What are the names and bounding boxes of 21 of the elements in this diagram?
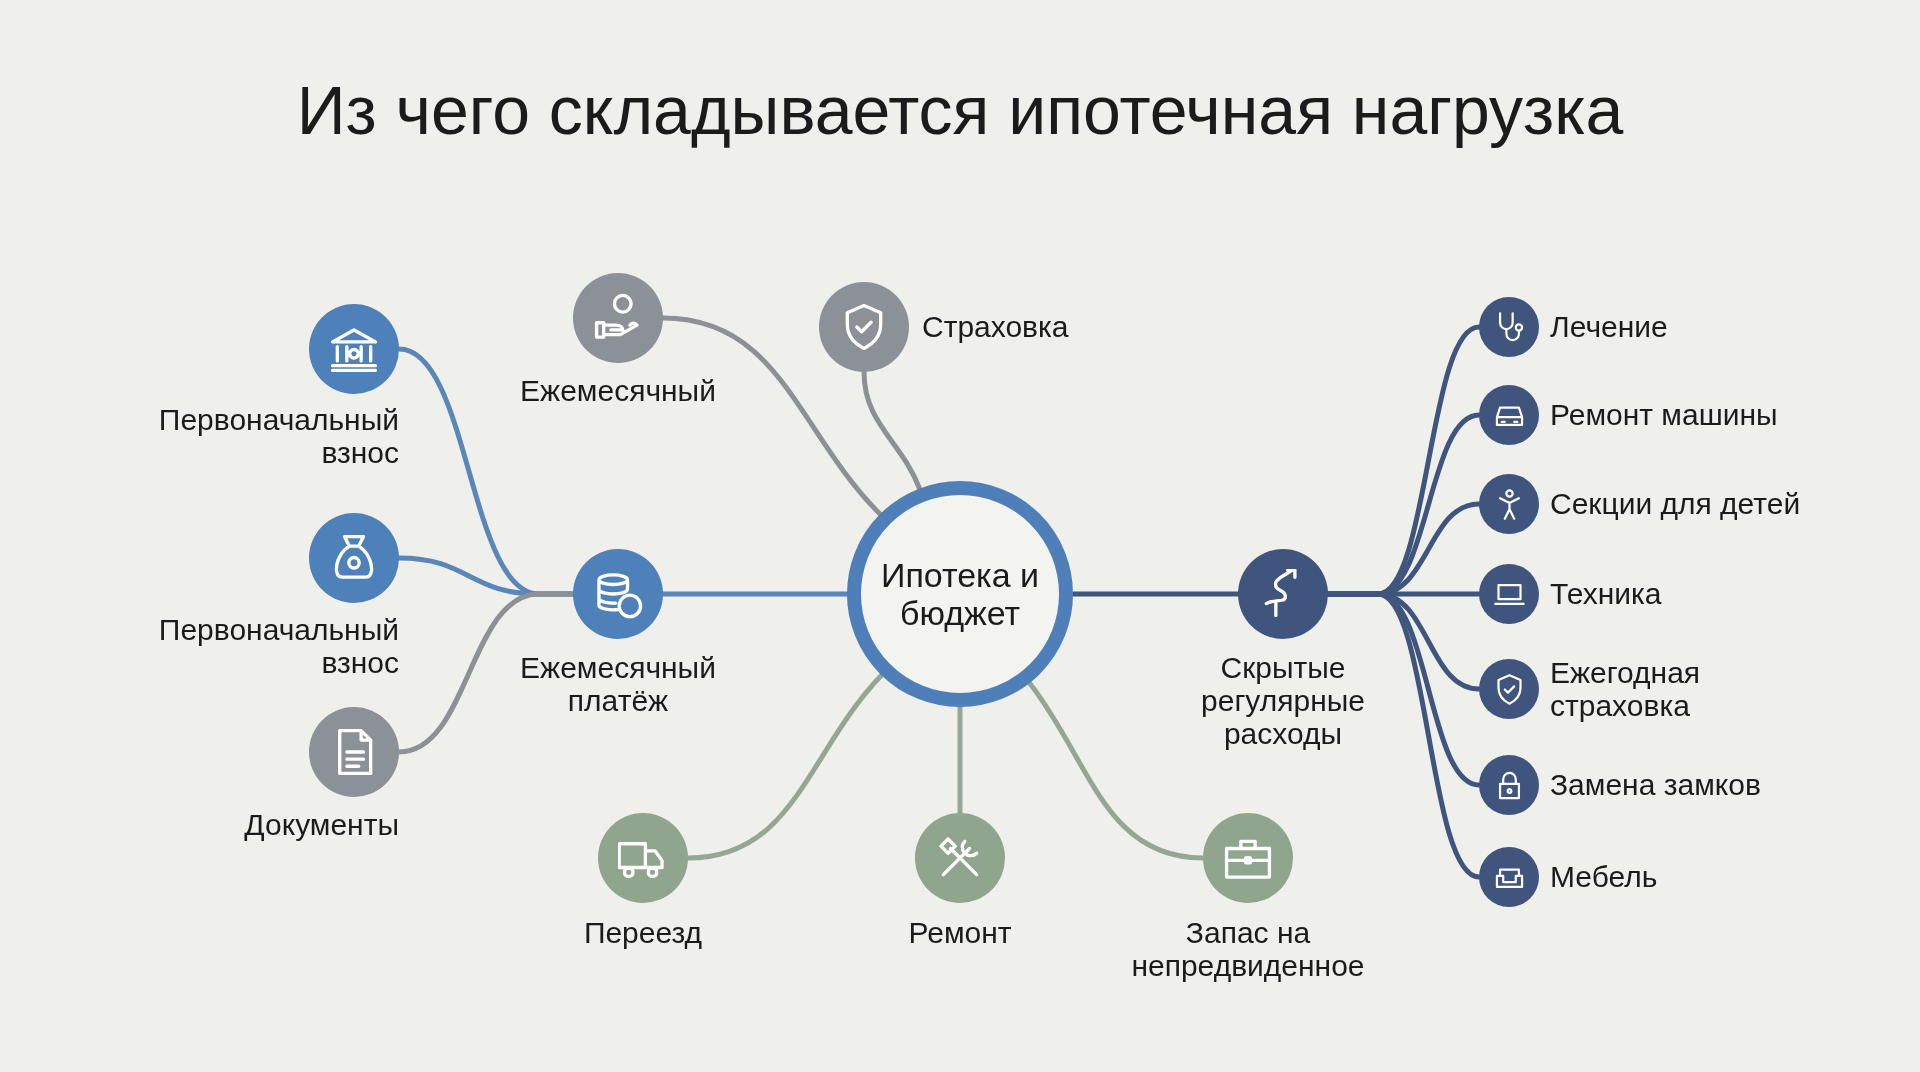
- connector-line: [861, 369, 922, 491]
- category-label: Мебель: [1550, 860, 1659, 893]
- category-label: Запас на непредвиденное: [1130, 916, 1366, 982]
- category-label: Замена замков: [1550, 768, 1762, 801]
- category-label: Скрытые регулярные расходы: [1200, 651, 1366, 750]
- category-label: Ремонт машины: [1550, 398, 1779, 431]
- hub-label: Ипотека и бюджет: [879, 556, 1041, 632]
- category-label: Техника: [1550, 577, 1663, 610]
- category-label: Ежегодная страховка: [1550, 656, 1702, 722]
- connector-line: [957, 704, 963, 816]
- category-label: Ежемесячный: [519, 374, 717, 407]
- category-label: Первоначальный взнос: [157, 613, 399, 679]
- category-label: Переезд: [582, 916, 704, 949]
- category-label: Страховка: [922, 310, 1070, 343]
- category-label: Ремонт: [907, 916, 1013, 949]
- category-label: Ежемесячный платёж: [519, 651, 717, 717]
- title: Из чего складывается ипотечная нагрузка: [295, 71, 1625, 150]
- category-label: Документы: [243, 808, 399, 841]
- category-label: Первоначальный взнос: [157, 403, 399, 469]
- category-label: Секции для детей: [1550, 487, 1802, 520]
- category-label: Лечение: [1550, 310, 1669, 343]
